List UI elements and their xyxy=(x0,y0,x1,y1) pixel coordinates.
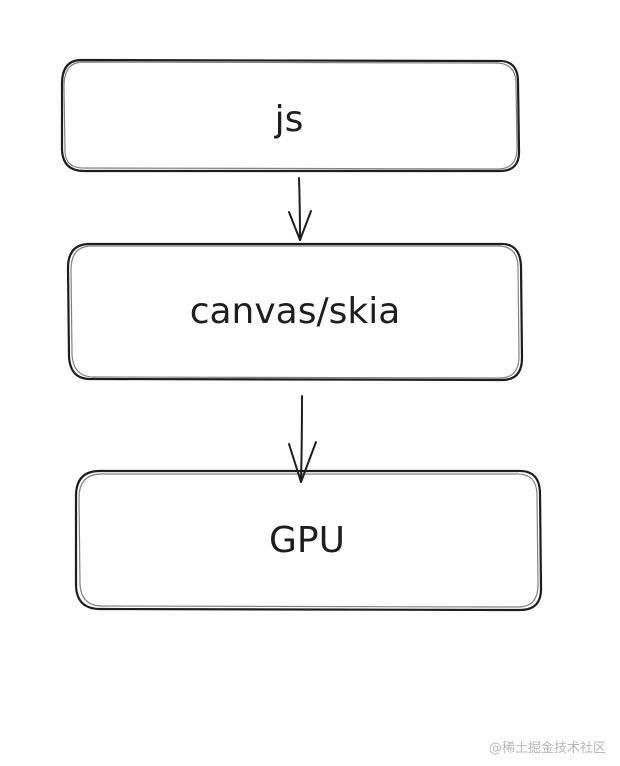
edge-js-to-canvas xyxy=(288,177,312,241)
node-js-box-sketch xyxy=(63,61,518,170)
edge-canvas-to-gpu-head xyxy=(288,441,317,483)
node-canvas-skia-label: canvas/skia xyxy=(190,291,401,332)
node-gpu: GPU xyxy=(74,469,543,612)
edge-js-to-canvas-line xyxy=(298,177,301,241)
edge-canvas-to-gpu-line xyxy=(300,395,303,483)
node-js: js xyxy=(60,58,521,173)
watermark: @稀土掘金技术社区 xyxy=(488,741,606,756)
edge-js-to-canvas-head xyxy=(288,210,312,241)
node-js-box xyxy=(60,58,521,173)
node-gpu-box-sketch xyxy=(78,473,539,608)
node-gpu-label: GPU xyxy=(269,520,345,561)
node-js-label: js xyxy=(274,99,304,140)
node-canvas-skia: canvas/skia xyxy=(66,242,524,382)
node-canvas-skia-box xyxy=(66,242,524,382)
node-canvas-skia-box-sketch xyxy=(70,245,520,379)
edge-canvas-to-gpu xyxy=(288,395,317,483)
node-gpu-box xyxy=(74,469,543,612)
